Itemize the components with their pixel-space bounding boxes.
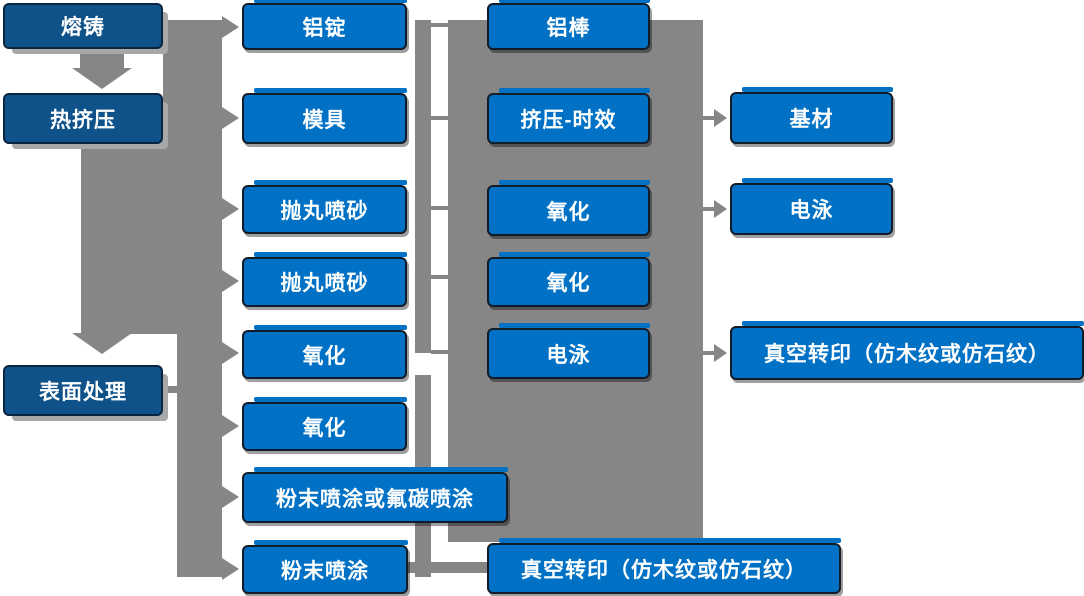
node-oxidation-b: 氧化	[242, 397, 407, 451]
node-oxidation-c: 氧化	[487, 180, 650, 236]
connector-rail-stub	[431, 350, 448, 354]
arrow-right-icon	[714, 344, 727, 362]
arrow-right-icon	[222, 270, 239, 292]
arrow-melting-to-extrusion-shaft	[80, 46, 124, 69]
arrow-right-icon	[222, 16, 239, 38]
connector-stage-rail-lower	[177, 334, 222, 577]
node-base-material: 基材	[730, 87, 893, 144]
arrow-right-icon	[222, 107, 239, 129]
connector-powder-to-vacuum-link	[407, 562, 488, 573]
node-aluminum-rod: 铝棒	[487, 0, 650, 50]
connector-stage-rail-top	[163, 20, 222, 144]
connector-arrow-stub	[703, 116, 714, 120]
connector-arrow-stub	[703, 351, 714, 355]
arrow-right-icon	[222, 198, 239, 220]
node-oxidation-d: 氧化	[487, 252, 650, 307]
connector-stage-rail-wide	[81, 143, 222, 334]
arrow-right-icon	[222, 415, 239, 437]
node-shot-blast-sandblast-2: 抛丸喷砂	[242, 252, 407, 307]
node-powder-coating: 粉末喷涂	[242, 540, 408, 594]
connector-mid-rail-upper	[415, 20, 431, 353]
node-oxidation-a: 氧化	[242, 325, 407, 379]
node-hot-extrusion: 热挤压	[3, 93, 163, 144]
node-vacuum-transfer-right: 真空转印（仿木纹或仿石纹）	[730, 321, 1084, 380]
connector-arrow-stub	[703, 207, 714, 211]
arrow-down-icon	[72, 333, 132, 354]
connector-rail-stub	[431, 116, 448, 120]
node-aluminum-ingot: 铝锭	[242, 0, 407, 50]
arrow-right-icon	[222, 486, 239, 508]
node-electrophoresis-mid: 电泳	[487, 323, 650, 379]
node-vacuum-transfer-bottom: 真空转印（仿木纹或仿石纹）	[487, 538, 841, 594]
arrow-right-icon	[222, 342, 239, 364]
node-mold: 模具	[242, 88, 407, 144]
arrow-right-icon	[714, 109, 727, 127]
node-powder-or-fluorocarbon: 粉末喷涂或氟碳喷涂	[242, 467, 508, 523]
connector-rail-stub	[431, 23, 448, 27]
connector-surface-treatment-stub	[161, 386, 178, 393]
arrow-right-icon	[222, 558, 239, 580]
connector-rail-stub	[431, 275, 448, 279]
arrow-down-icon	[72, 68, 132, 89]
node-surface-treatment: 表面处理	[3, 365, 163, 416]
node-shot-blast-sandblast-1: 抛丸喷砂	[242, 180, 407, 234]
arrow-right-icon	[714, 200, 727, 218]
connector-rail-stub	[431, 206, 448, 210]
node-melting-casting: 熔铸	[3, 3, 163, 49]
node-electrophoresis-right: 电泳	[730, 178, 893, 235]
node-extrusion-aging: 挤压-时效	[487, 88, 650, 144]
